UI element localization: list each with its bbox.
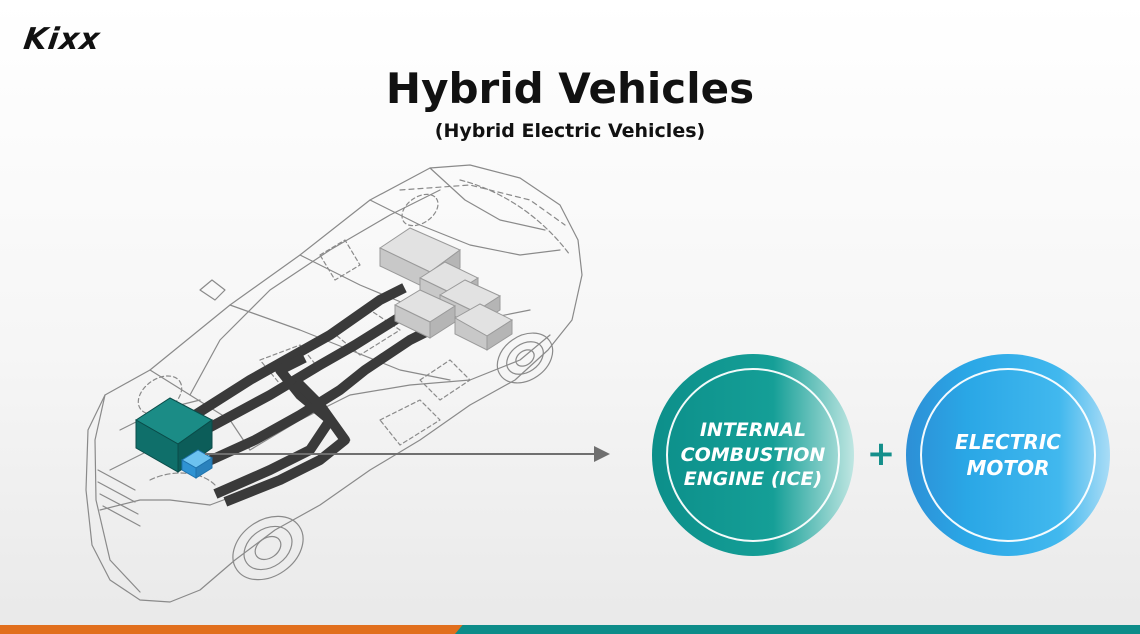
- footer-teal-bar: [455, 625, 1140, 634]
- footer-orange-bar: [0, 625, 470, 634]
- pointer-arrow: [205, 446, 610, 462]
- electric-motor-label: ELECTRIC MOTOR: [906, 354, 1110, 556]
- power-cables: [195, 290, 430, 500]
- electric-motor-circle: ELECTRIC MOTOR: [906, 354, 1110, 556]
- car-wireframe: [86, 165, 582, 602]
- ice-circle: INTERNAL COMBUSTION ENGINE (ICE): [652, 354, 854, 556]
- plus-sign: +: [866, 434, 896, 474]
- ice-label: INTERNAL COMBUSTION ENGINE (ICE): [652, 354, 854, 556]
